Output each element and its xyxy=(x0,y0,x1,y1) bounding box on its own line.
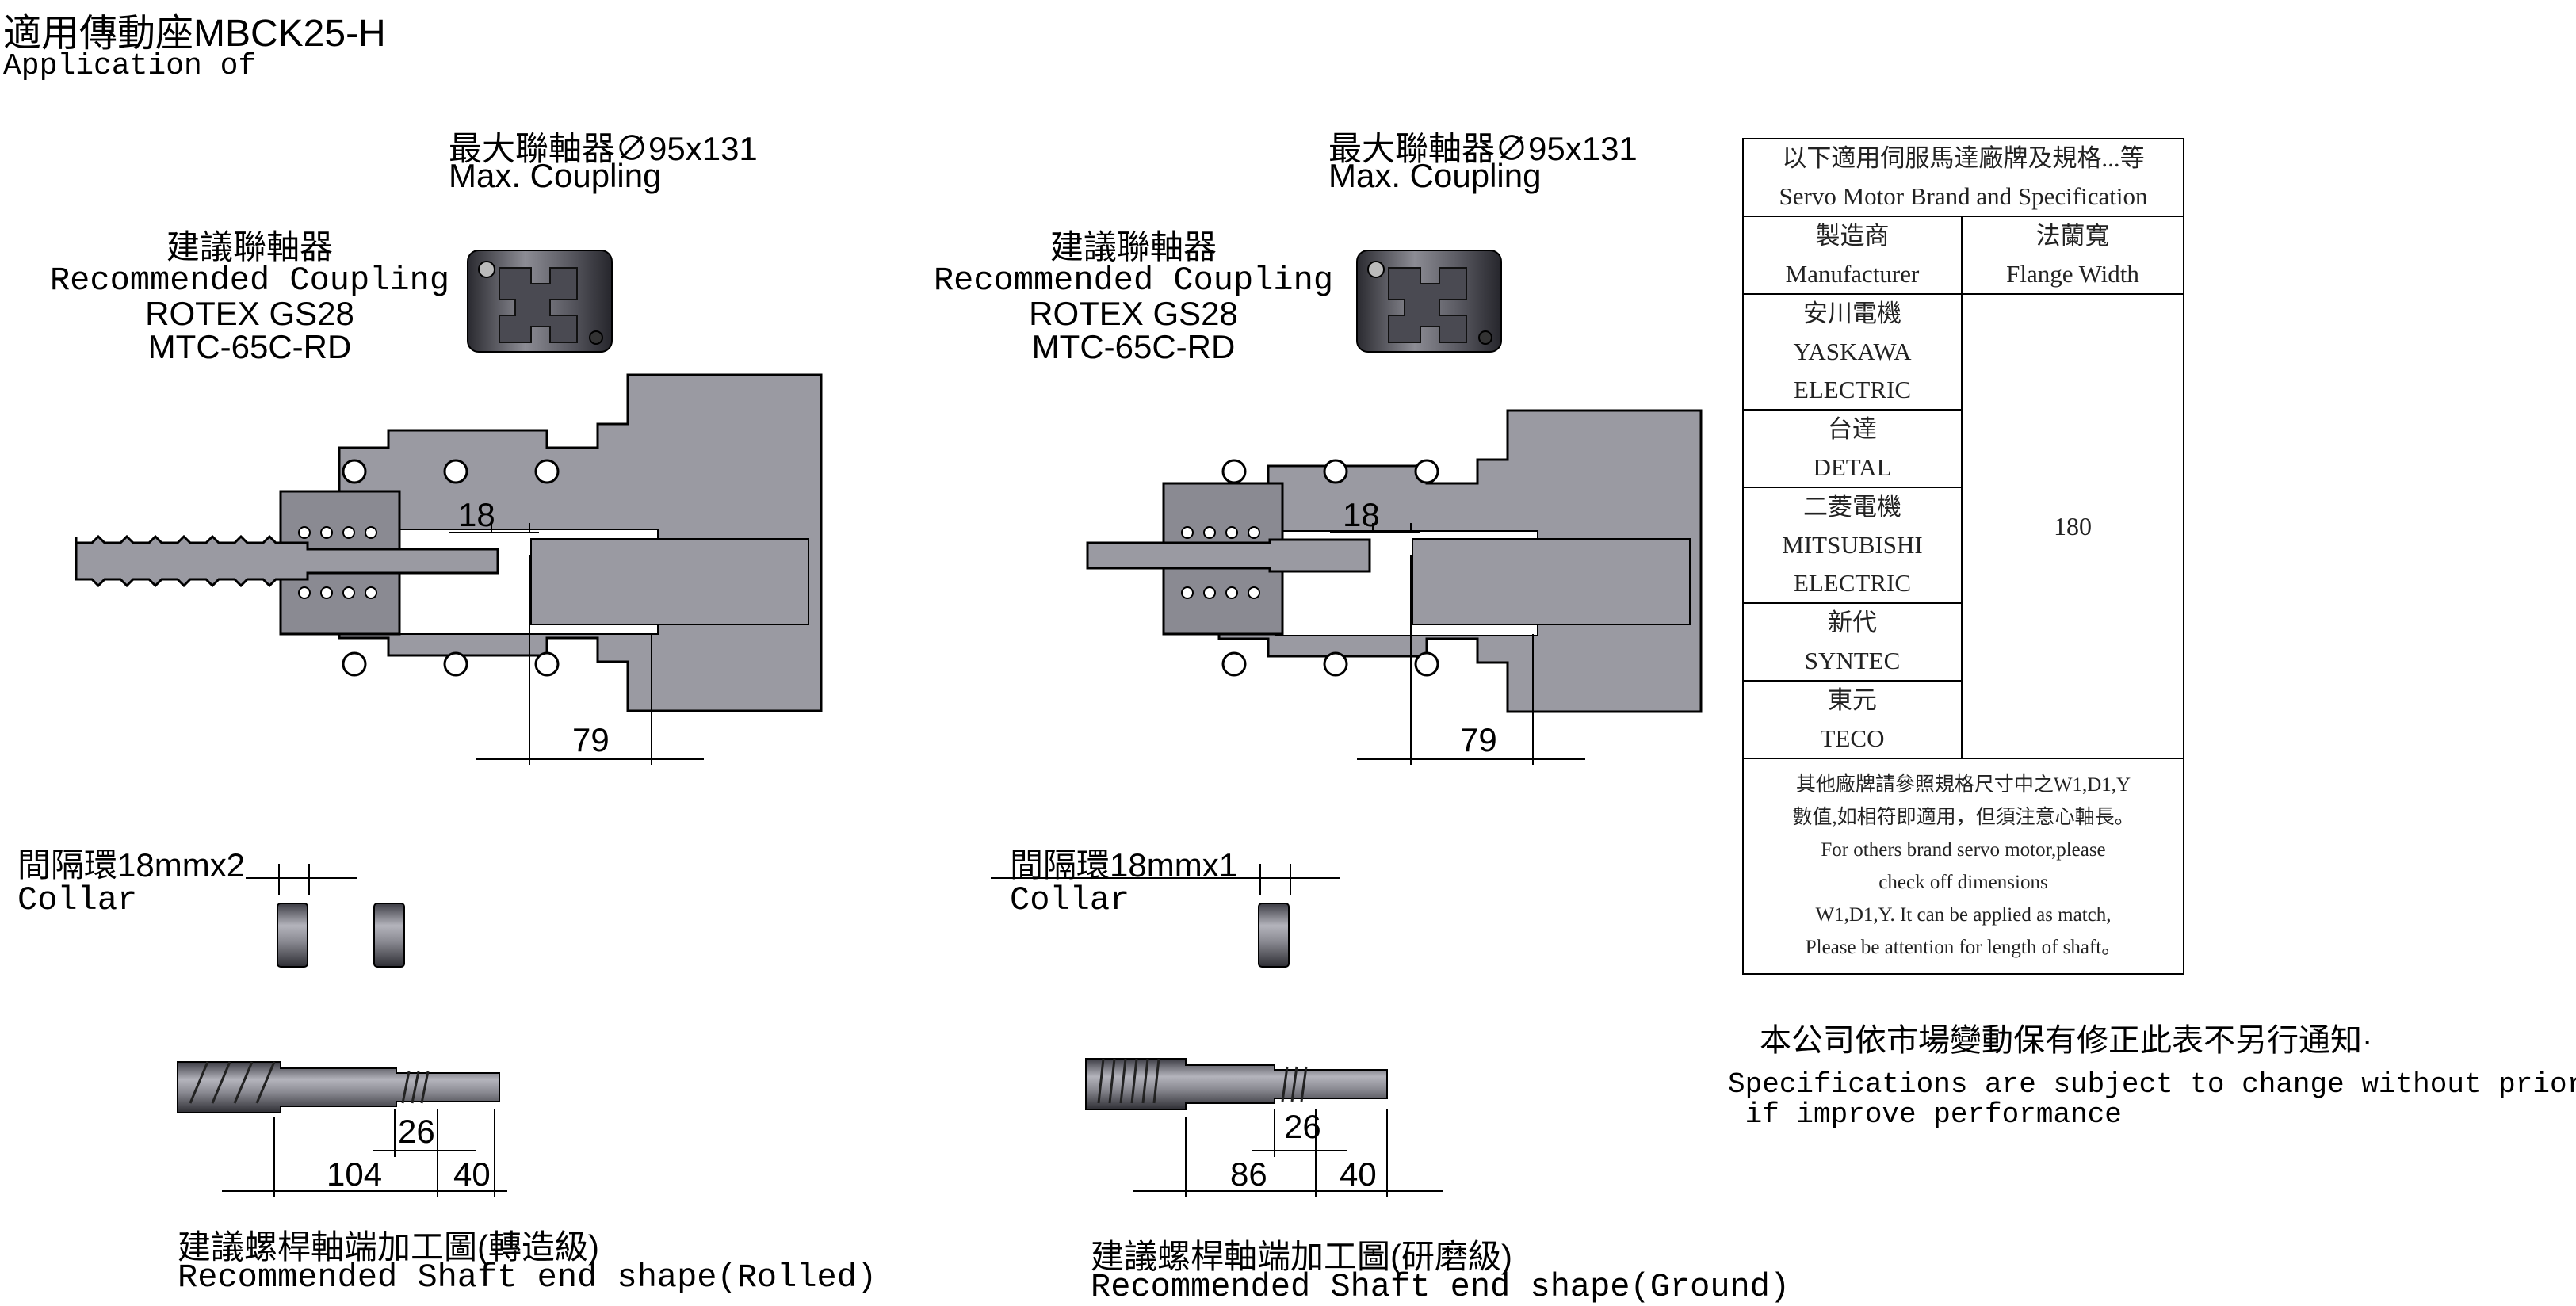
max-coupling-label-en: Max. Coupling xyxy=(449,157,662,194)
spec-table-note: 其他廠牌請參照規格尺寸中之W1,D1,Y 數值,如相符即適用，但須注意心軸長。 … xyxy=(1742,758,2184,975)
note-en-line-4: Please be attention for length of shaft。 xyxy=(1805,937,2122,958)
manufacturer-cn: 東元 xyxy=(1828,686,1877,714)
table-row-teco: 東元 TECO xyxy=(1742,680,1963,759)
shaft-dim-86: 86 xyxy=(1230,1155,1267,1193)
manufacturer-en: YASKAWA xyxy=(1793,338,1912,365)
shaft-dim-40: 40 xyxy=(453,1155,491,1193)
coupling-model-1: ROTEX GS28 xyxy=(145,295,354,332)
note-en-line-3: W1,D1,Y. It can be applied as match, xyxy=(1815,904,2112,926)
collar-label-en: Collar xyxy=(17,881,138,919)
shaft-dim-26: 26 xyxy=(398,1113,435,1150)
recommended-coupling-cn: 建議聯軸器 xyxy=(1049,228,1217,265)
page-title: 適用傳動座MBCK25-H xyxy=(3,13,386,55)
collar-label-cn: 間隔環18mmx1 xyxy=(1010,846,1238,884)
manufacturer-en: SYNTEC xyxy=(1804,647,1901,674)
manufacturer-en-2: ELECTRIC xyxy=(1793,376,1912,403)
manufacturer-cn: 新代 xyxy=(1828,609,1877,636)
spec-table-title-cn: 以下適用伺服馬達廠牌及規格...等 xyxy=(1782,144,2145,172)
max-coupling-label-cn: 最大聯軸器∅95x131 xyxy=(449,130,758,167)
manufacturer-cn: 台達 xyxy=(1828,415,1877,443)
servo-motor-spec-table: 以下適用伺服馬達廠牌及規格...等 Servo Motor Brand and … xyxy=(1742,138,2184,975)
shaft-title-en: Recommended Shaft end shape(Rolled) xyxy=(178,1258,877,1296)
shaft-dim-26: 26 xyxy=(1284,1108,1321,1145)
flange-width-value: 180 xyxy=(1961,293,2184,759)
assembly-1-drawing xyxy=(75,250,823,1197)
recommended-coupling-cn: 建議聯軸器 xyxy=(166,228,334,265)
table-row-yaskawa: 安川電機 YASKAWA ELECTRIC xyxy=(1742,293,1963,411)
collar-label-en: Collar xyxy=(1010,881,1130,919)
page-subtitle: Application of xyxy=(3,49,257,83)
manufacturer-header-en: Manufacturer xyxy=(1785,260,1920,288)
note-en-line-1: For others brand servo motor,please xyxy=(1821,839,2106,861)
manufacturer-cn: 安川電機 xyxy=(1803,300,1901,327)
note-cn-line-1: 其他廠牌請參照規格尺寸中之W1,D1,Y xyxy=(1795,774,2131,796)
assembly-2-drawing xyxy=(991,250,1703,1197)
collar-label-cn: 間隔環18mmx2 xyxy=(17,846,246,884)
max-coupling-label-en: Max. Coupling xyxy=(1328,157,1542,194)
coupling-model-1: ROTEX GS28 xyxy=(1029,295,1238,332)
coupling-model-2: MTC-65C-RD xyxy=(1031,328,1236,365)
spec-table-header: 以下適用伺服馬達廠牌及規格...等 Servo Motor Brand and … xyxy=(1742,138,2184,217)
recommended-coupling-en: Recommended Coupling xyxy=(49,262,450,300)
shaft-title-en: Recommended Shaft end shape(Ground) xyxy=(1091,1268,1791,1306)
flange-width-header-cn: 法蘭寬 xyxy=(2035,222,2110,250)
shaft-dim-40: 40 xyxy=(1340,1155,1377,1193)
dimension-18: 18 xyxy=(1343,496,1380,533)
recommended-coupling-en: Recommended Coupling xyxy=(933,262,1334,300)
max-coupling-label-cn: 最大聯軸器∅95x131 xyxy=(1328,130,1638,167)
flange-width-header: 法蘭寬 Flange Width xyxy=(1961,216,2184,295)
manufacturer-cn: 二菱電機 xyxy=(1803,493,1901,521)
manufacturer-en-2: ELECTRIC xyxy=(1793,569,1912,597)
dimension-18: 18 xyxy=(458,496,495,533)
notice-en-line-2: if improve performance xyxy=(1728,1098,2122,1131)
manufacturer-en: MITSUBISHI xyxy=(1782,531,1923,559)
manufacturer-header: 製造商 Manufacturer xyxy=(1742,216,1963,295)
note-en-line-2: check off dimensions xyxy=(1878,872,2048,893)
manufacturer-en: DETAL xyxy=(1813,453,1892,481)
manufacturer-en: TECO xyxy=(1820,724,1885,752)
table-row-mitsubishi: 二菱電機 MITSUBISHI ELECTRIC xyxy=(1742,487,1963,604)
table-row-detal: 台達 DETAL xyxy=(1742,409,1963,488)
manufacturer-header-cn: 製造商 xyxy=(1815,222,1890,250)
coupling-model-2: MTC-65C-RD xyxy=(147,328,352,365)
notice-cn: 本公司依市場變動保有修正此表不另行通知· xyxy=(1760,1023,2373,1058)
flange-width-header-en: Flange Width xyxy=(2006,260,2139,288)
dimension-79: 79 xyxy=(572,721,610,758)
shaft-title-cn: 建議螺桿軸端加工圖(研磨級) xyxy=(1091,1238,1512,1275)
spec-table-title-en: Servo Motor Brand and Specification xyxy=(1779,182,2148,210)
shaft-title-cn: 建議螺桿軸端加工圖(轉造級) xyxy=(178,1228,599,1266)
notice-en-line-1: Specifications are subject to change wit… xyxy=(1728,1068,2576,1101)
table-row-syntec: 新代 SYNTEC xyxy=(1742,602,1963,682)
note-cn-line-2: 數值,如相符即適用，但須注意心軸長。 xyxy=(1792,807,2135,828)
dimension-79: 79 xyxy=(1460,721,1497,758)
shaft-dim-104: 104 xyxy=(327,1155,383,1193)
